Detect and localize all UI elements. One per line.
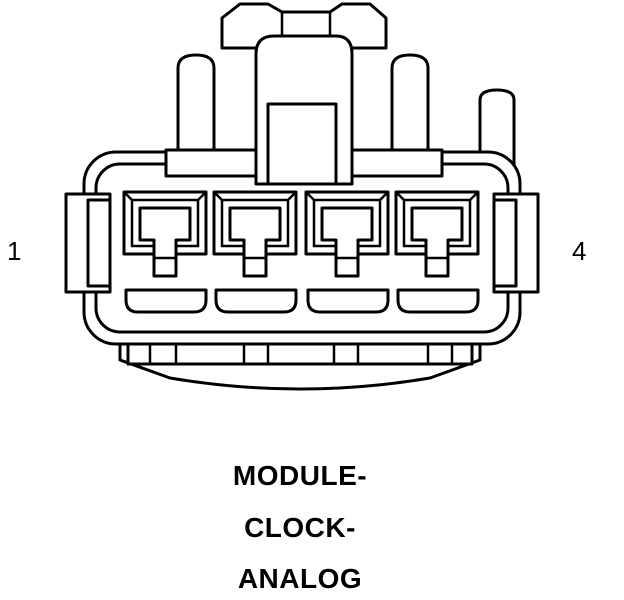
right-tab: [478, 88, 516, 172]
center-lock-tower: [254, 34, 354, 186]
left-post: [176, 53, 216, 160]
cavity-3: [304, 190, 390, 314]
pin-4-label: 4: [572, 236, 587, 266]
caption-line-2: CLOCK-: [244, 512, 356, 543]
caption-line-1: MODULE-: [232, 460, 368, 491]
right-post: [390, 53, 430, 160]
cavity-4: [394, 190, 480, 314]
left-ear: [64, 192, 112, 294]
caption-line-3: ANALOG: [237, 563, 363, 594]
pin-1-label: 1: [7, 236, 22, 266]
cavity-1: [122, 190, 208, 314]
cavity-2: [212, 190, 298, 314]
right-ear: [492, 192, 540, 294]
